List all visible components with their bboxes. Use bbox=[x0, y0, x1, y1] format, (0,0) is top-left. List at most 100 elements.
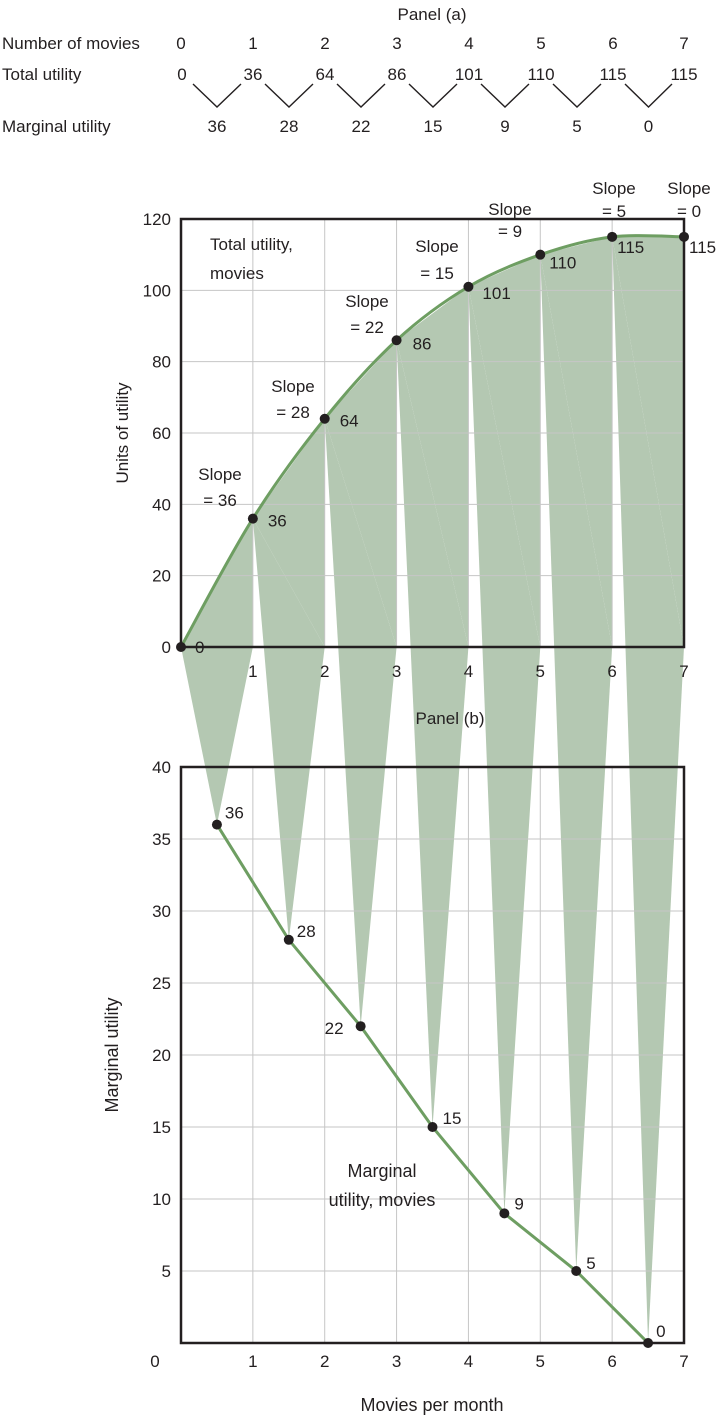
y-tick-label: 20 bbox=[152, 1046, 171, 1065]
table-cell: 1 bbox=[248, 34, 257, 53]
slope-triangle bbox=[252, 418, 325, 647]
table-cell: 5 bbox=[536, 34, 545, 53]
table-row-label: Number of movies bbox=[2, 34, 140, 53]
marginal-utility-point bbox=[211, 819, 222, 830]
table-row-label: Marginal utility bbox=[2, 117, 111, 136]
y-tick-label: 40 bbox=[152, 758, 171, 777]
slope-annotation: = 36 bbox=[203, 491, 237, 510]
table-cell: 3 bbox=[392, 34, 401, 53]
slope-annotation: Slope bbox=[271, 377, 314, 396]
grid-layer bbox=[181, 219, 684, 1343]
difference-chevron bbox=[480, 83, 530, 108]
total-utility-point bbox=[463, 281, 474, 292]
frame-layer bbox=[179, 217, 686, 1345]
total-utility-point bbox=[319, 413, 330, 424]
slope-annotation: = 5 bbox=[602, 202, 626, 221]
table-cell: 36 bbox=[208, 117, 227, 136]
data-label: 115 bbox=[689, 238, 716, 257]
total-utility-point bbox=[607, 231, 618, 242]
y-axis-label: Marginal utility bbox=[102, 997, 122, 1112]
y-tick-label: 40 bbox=[152, 495, 171, 514]
slope-annotation: = 0 bbox=[677, 202, 701, 221]
y-tick-label: 10 bbox=[152, 1190, 171, 1209]
table-cell: 15 bbox=[424, 117, 443, 136]
x-tick-label: 5 bbox=[536, 1352, 545, 1371]
x-tick-label: 3 bbox=[392, 1352, 401, 1371]
y-tick-label: 15 bbox=[152, 1118, 171, 1137]
y-tick-label: 100 bbox=[143, 281, 171, 300]
data-label: 22 bbox=[325, 1019, 344, 1038]
series-label: Marginal bbox=[347, 1161, 416, 1181]
table-cell: 0 bbox=[176, 34, 185, 53]
slope-annotation: Slope bbox=[667, 179, 710, 198]
marginal-utility-point bbox=[643, 1338, 654, 1348]
y-tick-label: 120 bbox=[143, 210, 171, 229]
difference-chevron bbox=[264, 83, 314, 108]
data-label: 36 bbox=[268, 512, 287, 531]
panel-b-frame bbox=[179, 765, 686, 1345]
data-label: 36 bbox=[225, 804, 244, 823]
table-cell: 28 bbox=[280, 117, 299, 136]
panel-a-frame bbox=[179, 217, 686, 649]
data-label: 115 bbox=[617, 238, 644, 257]
y-tick-label: 5 bbox=[162, 1262, 171, 1281]
x-tick-label: 3 bbox=[392, 662, 401, 681]
table-cell: 22 bbox=[352, 117, 371, 136]
data-label: 0 bbox=[656, 1322, 665, 1341]
marginal-utility-point bbox=[427, 1122, 438, 1132]
connector-wedge bbox=[540, 254, 613, 1271]
slope-triangle bbox=[324, 340, 397, 647]
total-utility-point bbox=[535, 249, 546, 260]
table-cell: 86 bbox=[388, 65, 407, 84]
marginal-utility-point bbox=[499, 1208, 510, 1219]
table-cell: 115 bbox=[599, 65, 626, 84]
x-tick-label: 0 bbox=[150, 1352, 159, 1371]
connector-wedge bbox=[324, 418, 397, 1027]
x-tick-label: 1 bbox=[248, 662, 257, 681]
table-cell: 0 bbox=[177, 65, 186, 84]
connector-wedge bbox=[468, 286, 541, 1214]
total-utility-point bbox=[176, 642, 186, 652]
slope-annotation: = 9 bbox=[498, 222, 522, 241]
slope-triangle bbox=[612, 236, 684, 648]
y-tick-label: 0 bbox=[162, 638, 171, 657]
slope-annotation: = 15 bbox=[420, 264, 454, 283]
panel-b-title: Panel (b) bbox=[416, 709, 485, 728]
data-label: 28 bbox=[297, 922, 316, 941]
slope-annotation: = 22 bbox=[350, 318, 384, 337]
x-tick-label: 7 bbox=[679, 1352, 688, 1371]
difference-chevron bbox=[192, 83, 242, 108]
x-tick-label: 4 bbox=[464, 1352, 473, 1371]
table-cell: 115 bbox=[670, 65, 697, 84]
connector-wedge bbox=[612, 236, 684, 1343]
data-label: 15 bbox=[443, 1109, 462, 1128]
y-tick-label: 25 bbox=[152, 974, 171, 993]
slope-triangle bbox=[396, 286, 469, 647]
y-tick-label: 60 bbox=[152, 424, 171, 443]
difference-chevron bbox=[624, 83, 673, 108]
y-tick-label: 30 bbox=[152, 902, 171, 921]
x-tick-label: 6 bbox=[607, 662, 616, 681]
table-cell: 7 bbox=[679, 34, 688, 53]
x-tick-label: 2 bbox=[320, 662, 329, 681]
table-cell: 6 bbox=[608, 34, 617, 53]
total-utility-point bbox=[679, 231, 689, 242]
table-cell: 36 bbox=[244, 65, 263, 84]
total-utility-point bbox=[391, 335, 402, 346]
wedge-layer bbox=[181, 236, 684, 1343]
data-label: 64 bbox=[340, 412, 359, 431]
table-cell: 4 bbox=[464, 34, 473, 53]
slope-annotation: Slope bbox=[592, 179, 635, 198]
x-axis-label: Movies per month bbox=[360, 1395, 503, 1415]
slope-annotation: = 28 bbox=[276, 403, 310, 422]
slope-annotation: Slope bbox=[345, 292, 388, 311]
data-label: 110 bbox=[549, 254, 576, 273]
marginal-utility-point bbox=[355, 1021, 366, 1032]
difference-chevron bbox=[408, 83, 458, 108]
slope-annotation: Slope bbox=[488, 200, 531, 219]
table-row-label: Total utility bbox=[2, 65, 82, 84]
data-label: 0 bbox=[195, 638, 204, 657]
y-tick-label: 35 bbox=[152, 830, 171, 849]
